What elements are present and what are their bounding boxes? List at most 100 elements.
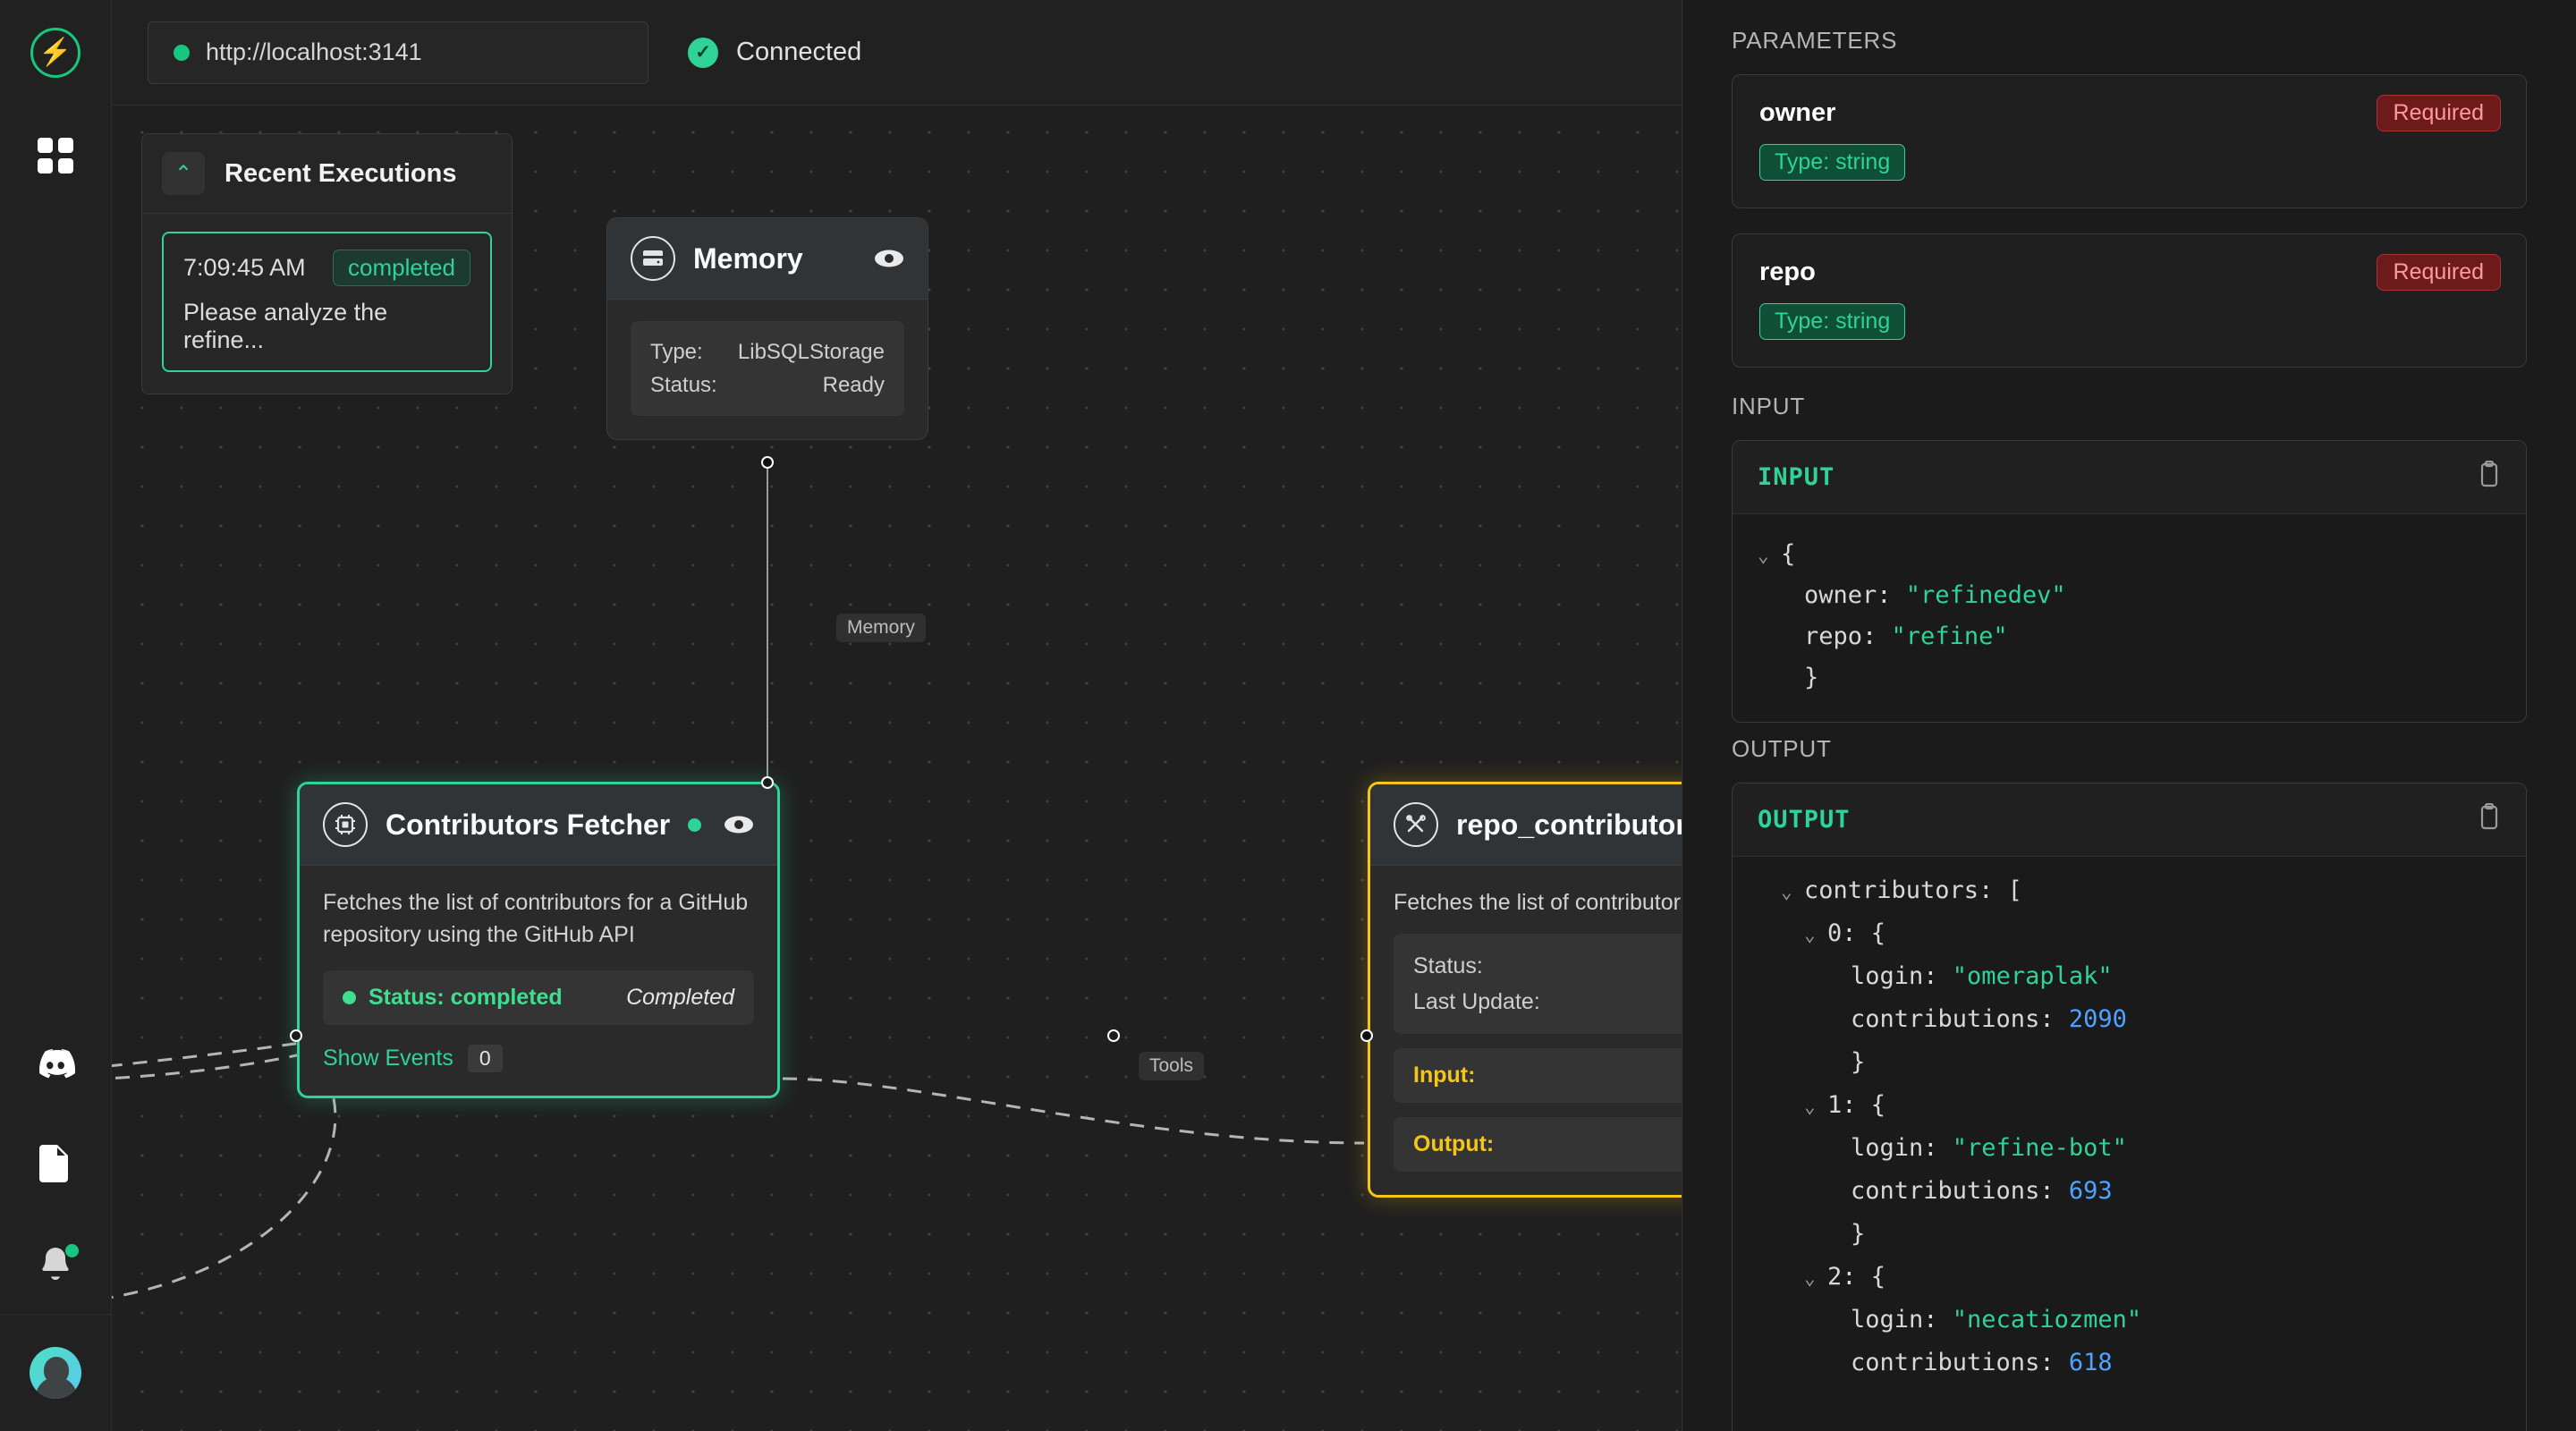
status-dot-icon (343, 991, 356, 1004)
recent-executions-body: 7:09:45 AM completed Please analyze the … (142, 214, 512, 394)
sidebar-item-discord[interactable] (0, 1013, 111, 1113)
avatar[interactable] (0, 1315, 111, 1431)
node-agent-description: Fetches the list of contributors for a G… (323, 890, 749, 947)
parameter-card-repo: repo Required Type: string (1732, 233, 2527, 368)
tools-icon (1394, 802, 1438, 847)
parameter-name: repo (1759, 258, 1816, 286)
input-code-header: INPUT (1733, 441, 2526, 514)
code-line: ⌄ 1: { (1758, 1084, 2501, 1127)
node-tool-output-label: Output: (1413, 1130, 1495, 1156)
grid-apps-icon (38, 138, 73, 174)
chevron-down-icon[interactable]: ⌄ (1758, 545, 1769, 566)
port-agent-top[interactable] (761, 776, 774, 789)
chevron-down-icon[interactable]: ⌄ (1804, 923, 1816, 945)
code-value: 693 (2068, 1176, 2113, 1205)
chevron-down-icon[interactable]: ⌄ (1804, 1266, 1816, 1289)
edge-label-tools: Tools (1139, 1052, 1205, 1080)
recent-executions-title: Recent Executions (225, 158, 457, 188)
output-section-label: OUTPUT (1732, 734, 1832, 762)
row-value: LibSQLStorage (737, 340, 885, 364)
show-events-button[interactable]: Show Events 0 (323, 1045, 754, 1072)
copy-icon[interactable] (2478, 460, 2501, 494)
server-url-text: http://localhost:3141 (206, 38, 422, 65)
execution-list-item[interactable]: 7:09:45 AM completed Please analyze the … (162, 232, 492, 372)
chevron-down-icon[interactable]: ⌄ (1804, 1095, 1816, 1117)
required-badge: Required (2376, 95, 2501, 131)
code-key: owner: (1804, 580, 1906, 609)
code-token: } (1851, 1219, 1866, 1248)
connection-status: ✓ Connected (688, 37, 861, 68)
table-row: Status: Ready (650, 368, 885, 402)
code-line: contributions: 618 (1758, 1342, 2501, 1384)
chevron-down-icon[interactable]: ⌄ (1781, 880, 1792, 902)
node-tool-body: Fetches the list of contributors for a G… (1370, 866, 1682, 1195)
copy-icon[interactable] (2478, 802, 2501, 836)
node-agent-status-box: Status: completed Completed (323, 970, 754, 1025)
node-agent-status-dot-icon (688, 817, 702, 832)
sidebar-item-docs[interactable] (0, 1113, 111, 1214)
eye-icon[interactable] (724, 815, 754, 834)
bolt-glyph: ⚡ (38, 38, 72, 67)
server-url-field[interactable]: http://localhost:3141 (148, 21, 648, 84)
node-tool-output-box: Output: (1394, 1116, 1682, 1172)
code-key: contributions: (1851, 1349, 2069, 1377)
table-row: Last Update: 7 (1413, 984, 1682, 1020)
code-value: 618 (2068, 1349, 2113, 1377)
recent-executions-header[interactable]: ⌃ Recent Executions (142, 134, 512, 214)
code-line: ⌄ 0: { (1758, 912, 2501, 955)
type-badge: Type: string (1759, 144, 1906, 181)
top-bar: http://localhost:3141 ✓ Connected (112, 0, 1682, 106)
execution-message: Please analyze the refine... (183, 299, 388, 353)
code-token: 1: { (1827, 1090, 1886, 1119)
row-key: Last Update: (1413, 988, 1540, 1014)
code-line: ⌄ contributors: [ (1758, 869, 2501, 912)
code-line: ⌄ 2: { (1758, 1256, 2501, 1299)
type-badge: Type: string (1759, 303, 1906, 340)
code-line: owner: "refinedev" (1758, 575, 2501, 616)
output-code-card: OUTPUT ⌄contributors: [⌄0: {login: "omer… (1732, 782, 2527, 1431)
discord-icon (39, 1049, 75, 1079)
node-contributors-fetcher[interactable]: Contributors Fetcher Fetches the list of… (297, 782, 780, 1098)
code-line: contributions: 693 (1758, 1170, 2501, 1213)
row-key: Status: (650, 373, 717, 398)
code-token: { (1781, 540, 1796, 568)
code-key: contributions: (1851, 1004, 2069, 1033)
output-code-header: OUTPUT (1733, 783, 2526, 857)
required-badge: Required (2376, 254, 2501, 291)
sidebar-item-apps[interactable] (0, 106, 111, 206)
code-token: contributors: [ (1804, 876, 2022, 904)
node-agent-header: Contributors Fetcher (300, 784, 777, 866)
node-memory[interactable]: Memory Type: LibSQLStorage Status: Ready (606, 217, 928, 441)
code-token: } (1804, 663, 1819, 691)
document-icon (39, 1145, 68, 1182)
input-code-card: INPUT ⌄{owner: "refinedev"repo: "refine"… (1732, 440, 2527, 723)
parameter-name: owner (1759, 98, 1836, 127)
code-token: 2: { (1827, 1262, 1886, 1291)
eye-icon[interactable] (874, 249, 904, 268)
code-token: 0: { (1827, 919, 1886, 947)
node-memory-title: Memory (693, 241, 803, 275)
code-key: contributions: (1851, 1176, 2069, 1205)
chevron-up-icon[interactable]: ⌃ (162, 152, 205, 195)
parameter-card-owner: owner Required Type: string (1732, 74, 2527, 208)
check-icon: ✓ (688, 37, 718, 68)
node-agent-body: Fetches the list of contributors for a G… (300, 866, 777, 1096)
bolt-logo-icon: ⚡ (30, 28, 80, 78)
app-logo[interactable]: ⚡ (0, 0, 111, 106)
code-key: repo: (1804, 622, 1892, 650)
flow-canvas[interactable]: Memory Tools ⌃ Recent Executions 7:09:45… (112, 106, 1682, 1431)
port-tool-left[interactable] (1360, 1029, 1373, 1042)
code-line: login: "refine-bot" (1758, 1127, 2501, 1170)
node-repo-contributors[interactable]: repo_contributors Fetches the list of co… (1368, 782, 1682, 1198)
code-value: "refine-bot" (1952, 1133, 2127, 1162)
port-agent-left[interactable] (290, 1029, 302, 1042)
port-memory-bottom[interactable] (761, 456, 774, 469)
code-key: login: (1851, 1133, 1953, 1162)
port-agent-right[interactable] (1107, 1029, 1120, 1042)
code-line: } (1758, 1213, 2501, 1256)
status-dot-icon (174, 44, 190, 61)
output-json-body: ⌄contributors: [⌄0: {login: "omeraplak"c… (1733, 857, 2526, 1431)
node-memory-header: Memory (607, 218, 928, 300)
sidebar-item-notifications[interactable] (0, 1214, 111, 1314)
